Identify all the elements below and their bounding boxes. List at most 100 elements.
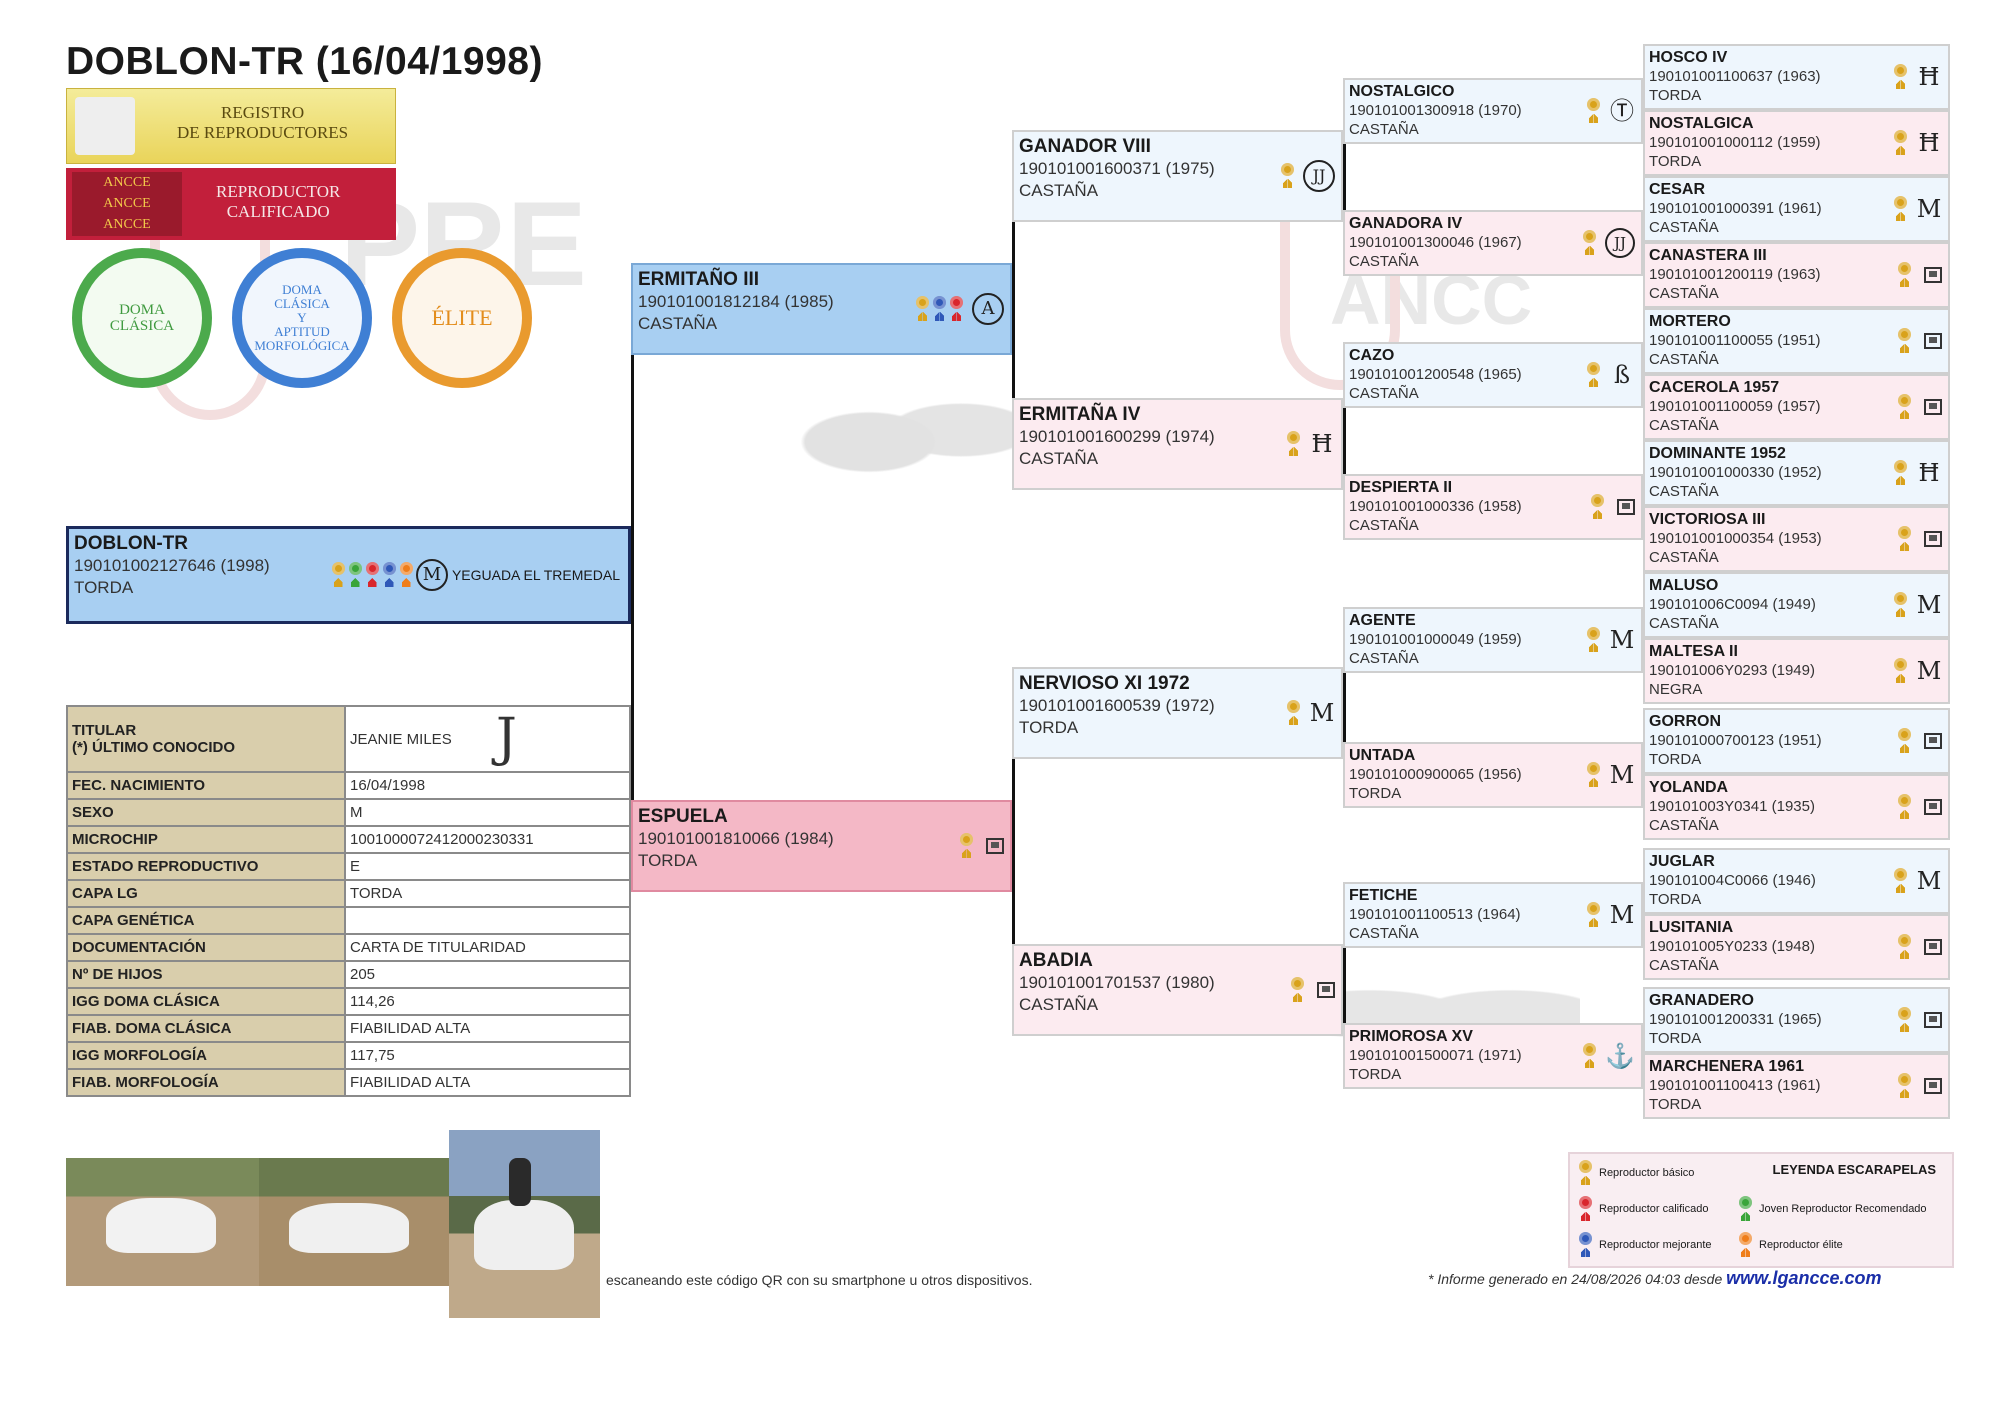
brand-icon: JJ bbox=[1605, 228, 1635, 258]
brand-icon: M bbox=[1609, 625, 1635, 654]
info-row: CAPA GENÉTICA bbox=[66, 906, 631, 935]
registro-logo bbox=[75, 97, 135, 155]
registro-text: REGISTRO DE REPRODUCTORES bbox=[177, 103, 349, 142]
horse-reg: 190101005Y0233 (1948) bbox=[1649, 938, 1815, 955]
horse-coat: CASTAÑA bbox=[1649, 351, 1719, 368]
horse-coat: CASTAÑA bbox=[1349, 517, 1419, 534]
horse-reg: 190101006C0094 (1949) bbox=[1649, 596, 1816, 613]
rosette-gold-icon bbox=[1586, 902, 1601, 928]
horse-coat: TORDA bbox=[1649, 153, 1702, 170]
horse-reg: 190101000900065 (1956) bbox=[1349, 766, 1522, 783]
connector-line bbox=[1012, 178, 1015, 446]
ancce-label-2: ANCCE bbox=[103, 196, 151, 211]
horse-name: DOMINANTE 1952 bbox=[1649, 445, 1786, 462]
legend-label: Joven Reproductor Recomendado bbox=[1759, 1203, 1927, 1215]
rosette-green-icon bbox=[1738, 1196, 1753, 1222]
ancestor-card[interactable]: UNTADA 190101000900065 (1956) TORDA M bbox=[1343, 742, 1643, 808]
ancestor-card[interactable]: CAZO 190101001200548 (1965) CASTAÑA ß bbox=[1343, 342, 1643, 408]
rosette-gold-icon bbox=[1897, 728, 1912, 754]
rosettes: M bbox=[1893, 196, 1942, 222]
brand-icon: ⚓ bbox=[1605, 1041, 1635, 1070]
ancestor-card[interactable]: NERVIOSO XI 1972 190101001600539 (1972) … bbox=[1012, 667, 1343, 759]
rosette-blue-icon bbox=[382, 562, 397, 588]
dam-card[interactable]: ESPUELA 190101001810066 (1984) TORDA bbox=[631, 800, 1012, 892]
seal-doma-clasica-text: DOMA CLÁSICA bbox=[109, 302, 175, 334]
ancestor-card[interactable]: GANADOR VIII 190101001600371 (1975) CAST… bbox=[1012, 130, 1343, 222]
calificado-badge: ANCCE ANCCE ANCCE REPRODUCTOR CALIFICADO bbox=[66, 168, 396, 240]
main-horse-card[interactable]: DOBLON-TR 190101002127646 (1998) TORDA M… bbox=[66, 526, 631, 624]
owner-name: JEANIE MILES bbox=[350, 730, 452, 748]
info-key: CAPA LG bbox=[66, 879, 346, 908]
website-link[interactable]: www.lgancce.com bbox=[1726, 1268, 1882, 1288]
horse-coat: TORDA bbox=[638, 851, 698, 870]
horse-coat: CASTAÑA bbox=[1349, 385, 1419, 402]
rosettes: Ⓣ bbox=[1586, 98, 1635, 124]
seal-doma-clasica: DOMA CLÁSICA bbox=[72, 248, 212, 388]
horse-coat: TORDA bbox=[1019, 718, 1079, 737]
horse-coat: TORDA bbox=[1349, 1066, 1402, 1083]
brand-icon bbox=[1924, 733, 1942, 749]
horse-reg: 190101001100637 (1963) bbox=[1649, 68, 1821, 85]
rosettes bbox=[1897, 1073, 1942, 1099]
ancestor-card[interactable]: NOSTALGICO 190101001300918 (1970) CASTAÑ… bbox=[1343, 78, 1643, 144]
page-title: DOBLON-TR (16/04/1998) bbox=[66, 40, 543, 83]
brand-icon: M bbox=[1609, 760, 1635, 789]
brand-icon: M bbox=[1916, 656, 1942, 685]
brand-icon: JJ bbox=[1303, 160, 1335, 192]
horse-reg: 190101003Y0341 (1935) bbox=[1649, 798, 1815, 815]
info-key: ESTADO REPRODUCTIVO bbox=[66, 852, 346, 881]
horse-name: GANADORA IV bbox=[1349, 215, 1463, 232]
breeder-name: YEGUADA EL TREMEDAL bbox=[451, 567, 620, 583]
legend-label: Reproductor calificado bbox=[1599, 1203, 1709, 1215]
ancestor-card[interactable]: FETICHE 190101001100513 (1964) CASTAÑA M bbox=[1343, 882, 1643, 948]
ancestor-card[interactable]: PRIMOROSA XV 190101001500071 (1971) TORD… bbox=[1343, 1023, 1643, 1089]
ancestor-card[interactable]: ABADIA 190101001701537 (1980) CASTAÑA bbox=[1012, 944, 1343, 1036]
info-value bbox=[344, 906, 631, 935]
ancce-label-3: ANCCE bbox=[103, 217, 151, 232]
horse-coat: CASTAÑA bbox=[1649, 817, 1719, 834]
brand-icon bbox=[1924, 1012, 1942, 1028]
horse-coat: TORDA bbox=[1649, 891, 1702, 908]
horse-name: NOSTALGICO bbox=[1349, 83, 1455, 100]
horse-reg: 190101001812184 (1985) bbox=[638, 292, 834, 311]
horse-name: AGENTE bbox=[1349, 612, 1416, 629]
ancestor-card[interactable]: GANADORA IV 190101001300046 (1967) CASTA… bbox=[1343, 210, 1643, 276]
rosettes: Ħ bbox=[1893, 460, 1942, 486]
rosettes bbox=[959, 833, 1004, 859]
horse-coat: CASTAÑA bbox=[1349, 650, 1419, 667]
rosette-red-icon bbox=[1578, 1196, 1593, 1222]
connector-line bbox=[1343, 378, 1346, 512]
ancestor-card[interactable]: DESPIERTA II 190101001000336 (1958) CAST… bbox=[1343, 474, 1643, 540]
brand-icon bbox=[1924, 333, 1942, 349]
horse-coat: CASTAÑA bbox=[1019, 995, 1099, 1014]
horse-photo-3-subject bbox=[474, 1200, 574, 1270]
ancestor-card[interactable]: AGENTE 190101001000049 (1959) CASTAÑA M bbox=[1343, 607, 1643, 673]
ancestor-card[interactable]: ERMITAÑA IV 190101001600299 (1974) CASTA… bbox=[1012, 398, 1343, 490]
rosettes bbox=[1590, 494, 1635, 520]
rosette-gold-icon bbox=[1893, 196, 1908, 222]
sire-card[interactable]: ERMITAÑO III 190101001812184 (1985) CAST… bbox=[631, 263, 1012, 355]
connector-line bbox=[631, 310, 634, 888]
